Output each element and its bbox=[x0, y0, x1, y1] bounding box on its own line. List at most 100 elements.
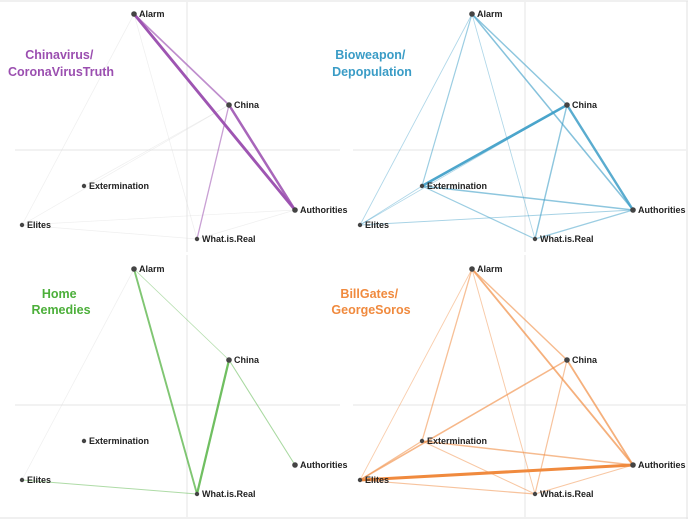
node-what-is-real: What.is.Real bbox=[532, 489, 594, 499]
edge-china-authorities bbox=[227, 103, 297, 212]
node-label: Elites bbox=[27, 220, 51, 230]
edge-alarm-elites bbox=[359, 13, 473, 226]
panel-title-line-1: BillGates/ bbox=[340, 287, 398, 301]
panel-bioweapon: Bioweapon/ Depopulation AlarmChinaExterm… bbox=[332, 2, 686, 252]
node-label: Extermination bbox=[427, 436, 487, 446]
edge-what-is-real-authorities bbox=[534, 209, 634, 240]
node-alarm: Alarm bbox=[469, 9, 503, 19]
edge-alarm-elites bbox=[21, 13, 135, 226]
node-dot bbox=[131, 266, 137, 272]
node-label: What.is.Real bbox=[202, 489, 256, 499]
node-dot bbox=[469, 11, 475, 17]
node-label: Elites bbox=[27, 475, 51, 485]
edge-alarm-what-is-real bbox=[471, 268, 536, 495]
node-extermination: Extermination bbox=[81, 181, 149, 191]
node-dot bbox=[357, 222, 363, 228]
edge-what-is-real-authorities bbox=[196, 209, 296, 240]
edge-elites-authorities bbox=[21, 209, 296, 226]
edge-alarm-what-is-real bbox=[133, 268, 198, 495]
node-authorities: Authorities bbox=[292, 460, 348, 470]
panel-title: Bioweapon/ Depopulation bbox=[332, 48, 412, 79]
node-china: China bbox=[226, 355, 260, 365]
edge-china-what-is-real bbox=[534, 104, 568, 240]
panel-edges bbox=[359, 13, 635, 240]
node-dot bbox=[226, 102, 232, 108]
node-label: Alarm bbox=[139, 9, 165, 19]
node-label: What.is.Real bbox=[540, 489, 594, 499]
edge-alarm-what-is-real bbox=[133, 13, 198, 240]
node-label: Elites bbox=[365, 475, 389, 485]
node-dot bbox=[630, 207, 636, 213]
edge-alarm-extermination bbox=[421, 268, 473, 442]
edge-elites-extermination bbox=[359, 185, 423, 226]
edge-alarm-china bbox=[471, 268, 568, 361]
edge-alarm-china bbox=[471, 13, 568, 106]
node-dot bbox=[81, 183, 87, 189]
panel-title-line-2: Remedies bbox=[31, 303, 90, 317]
node-label: Alarm bbox=[139, 264, 165, 274]
node-dot bbox=[131, 11, 137, 17]
panel-title-line-2: Depopulation bbox=[332, 65, 412, 79]
edge-china-what-is-real bbox=[196, 104, 230, 240]
panel-title-line-1: Home bbox=[42, 287, 77, 301]
node-elites: Elites bbox=[357, 475, 389, 485]
edge-alarm-authorities bbox=[132, 12, 297, 212]
node-dot bbox=[419, 438, 425, 444]
edge-elites-what-is-real bbox=[21, 224, 198, 240]
panel-title: Home Remedies bbox=[31, 287, 90, 317]
panel-edges bbox=[358, 268, 635, 495]
edge-extermination-authorities bbox=[421, 440, 634, 466]
edge-elites-authorities bbox=[358, 463, 635, 482]
edge-china-what-is-real bbox=[195, 358, 231, 496]
node-extermination: Extermination bbox=[419, 436, 487, 446]
node-label: China bbox=[234, 355, 260, 365]
panel-billgates: BillGates/ GeorgeSoros AlarmChinaExtermi… bbox=[331, 255, 686, 517]
edge-extermination-what-is-real bbox=[421, 440, 536, 495]
edge-alarm-china bbox=[133, 13, 230, 106]
node-label: China bbox=[234, 100, 260, 110]
edge-elites-authorities bbox=[359, 209, 634, 226]
panel-title-line-1: Chinavirus/ bbox=[25, 48, 94, 62]
edge-china-elites bbox=[21, 104, 230, 226]
node-label: Authorities bbox=[638, 460, 686, 470]
node-extermination: Extermination bbox=[81, 436, 149, 446]
panel-title: BillGates/ GeorgeSoros bbox=[331, 287, 410, 317]
edge-china-elites bbox=[359, 359, 568, 481]
edge-alarm-extermination bbox=[421, 13, 473, 187]
edge-alarm-authorities bbox=[471, 268, 634, 466]
node-label: China bbox=[572, 355, 598, 365]
node-dot bbox=[564, 357, 570, 363]
node-dot bbox=[564, 102, 570, 108]
edge-alarm-elites bbox=[21, 268, 135, 481]
node-dot bbox=[226, 357, 232, 363]
panel-home-remedies: Home Remedies AlarmChinaExterminationEli… bbox=[15, 255, 348, 517]
panel-edges bbox=[21, 268, 296, 496]
panel-chinavirus: Chinavirus/ CoronaVirusTruth AlarmChinaE… bbox=[8, 2, 348, 252]
node-what-is-real: What.is.Real bbox=[194, 234, 256, 244]
node-label: Extermination bbox=[89, 436, 149, 446]
node-dot bbox=[292, 207, 298, 213]
edge-extermination-authorities bbox=[421, 185, 634, 211]
node-dot bbox=[19, 222, 25, 228]
node-dot bbox=[194, 491, 200, 497]
edge-elites-what-is-real bbox=[359, 479, 536, 495]
edge-alarm-elites bbox=[359, 268, 473, 481]
edge-extermination-what-is-real bbox=[421, 185, 536, 240]
node-authorities: Authorities bbox=[630, 460, 686, 470]
node-dot bbox=[469, 266, 475, 272]
node-china: China bbox=[564, 100, 598, 110]
node-dot bbox=[630, 462, 636, 468]
edge-china-what-is-real bbox=[534, 359, 568, 495]
panel-title-line-1: Bioweapon/ bbox=[335, 48, 406, 62]
panel-nodes: AlarmChinaExterminationElitesAuthorities… bbox=[357, 9, 686, 244]
node-dot bbox=[419, 183, 425, 189]
node-alarm: Alarm bbox=[469, 264, 503, 274]
node-label: Extermination bbox=[427, 181, 487, 191]
node-elites: Elites bbox=[19, 220, 51, 230]
edge-elites-what-is-real bbox=[21, 479, 198, 495]
node-china: China bbox=[226, 100, 260, 110]
node-authorities: Authorities bbox=[630, 205, 686, 215]
